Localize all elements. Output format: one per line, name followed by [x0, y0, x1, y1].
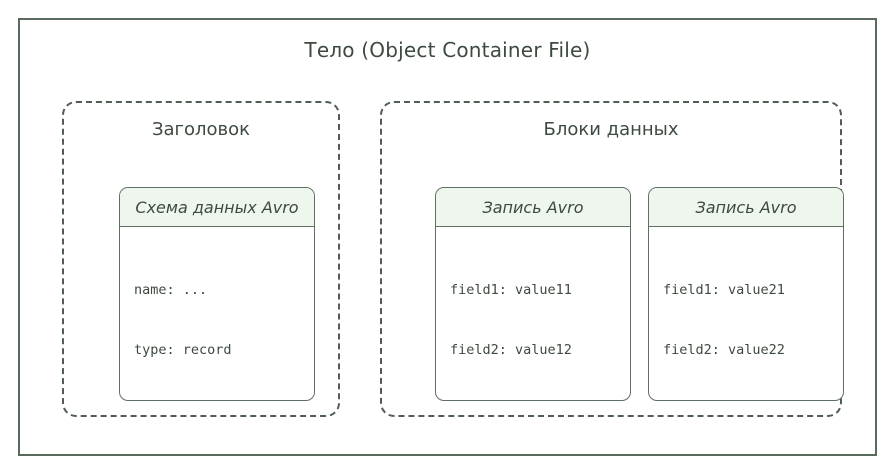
group-data-blocks-title: Блоки данных: [543, 119, 679, 140]
code-line: ...: [663, 400, 829, 401]
code-line: ...: [450, 400, 616, 401]
card-avro-record-2-header: Запись Avro: [649, 188, 843, 227]
code-line: field2: value12: [450, 342, 572, 358]
object-container-file-frame: Тело (Object Container File) Заголовок С…: [18, 18, 877, 456]
card-avro-record-2-body: field1: value21 field2: value22 ... [sys…: [649, 227, 843, 401]
group-header-title: Заголовок: [151, 119, 251, 140]
code-line: field1: value21: [663, 282, 785, 298]
card-avro-record-1: Запись Avro field1: value11 field2: valu…: [435, 187, 631, 401]
code-line: field1: value11: [450, 282, 572, 298]
group-data-blocks: Блоки данных Запись Avro field1: value11…: [380, 101, 844, 417]
card-avro-schema: Схема данных Avro name: ... type: record…: [119, 187, 315, 401]
group-header: Заголовок Схема данных Avro name: ... ty…: [62, 101, 340, 417]
card-avro-record-2: Запись Avro field1: value21 field2: valu…: [648, 187, 844, 401]
card-avro-schema-header: Схема данных Avro: [120, 188, 314, 227]
card-avro-schema-body: name: ... type: record field1: datatype1…: [120, 227, 314, 401]
code-line: name: ...: [134, 282, 208, 298]
code-line: type: record: [134, 342, 232, 358]
card-avro-record-1-body: field1: value11 field2: value12 ... [sys…: [436, 227, 630, 401]
diagram-title: Тело (Object Container File): [304, 38, 591, 62]
code-line: field1: datatype1: [134, 400, 300, 401]
code-line: field2: value22: [663, 342, 785, 358]
card-avro-record-1-header: Запись Avro: [436, 188, 630, 227]
